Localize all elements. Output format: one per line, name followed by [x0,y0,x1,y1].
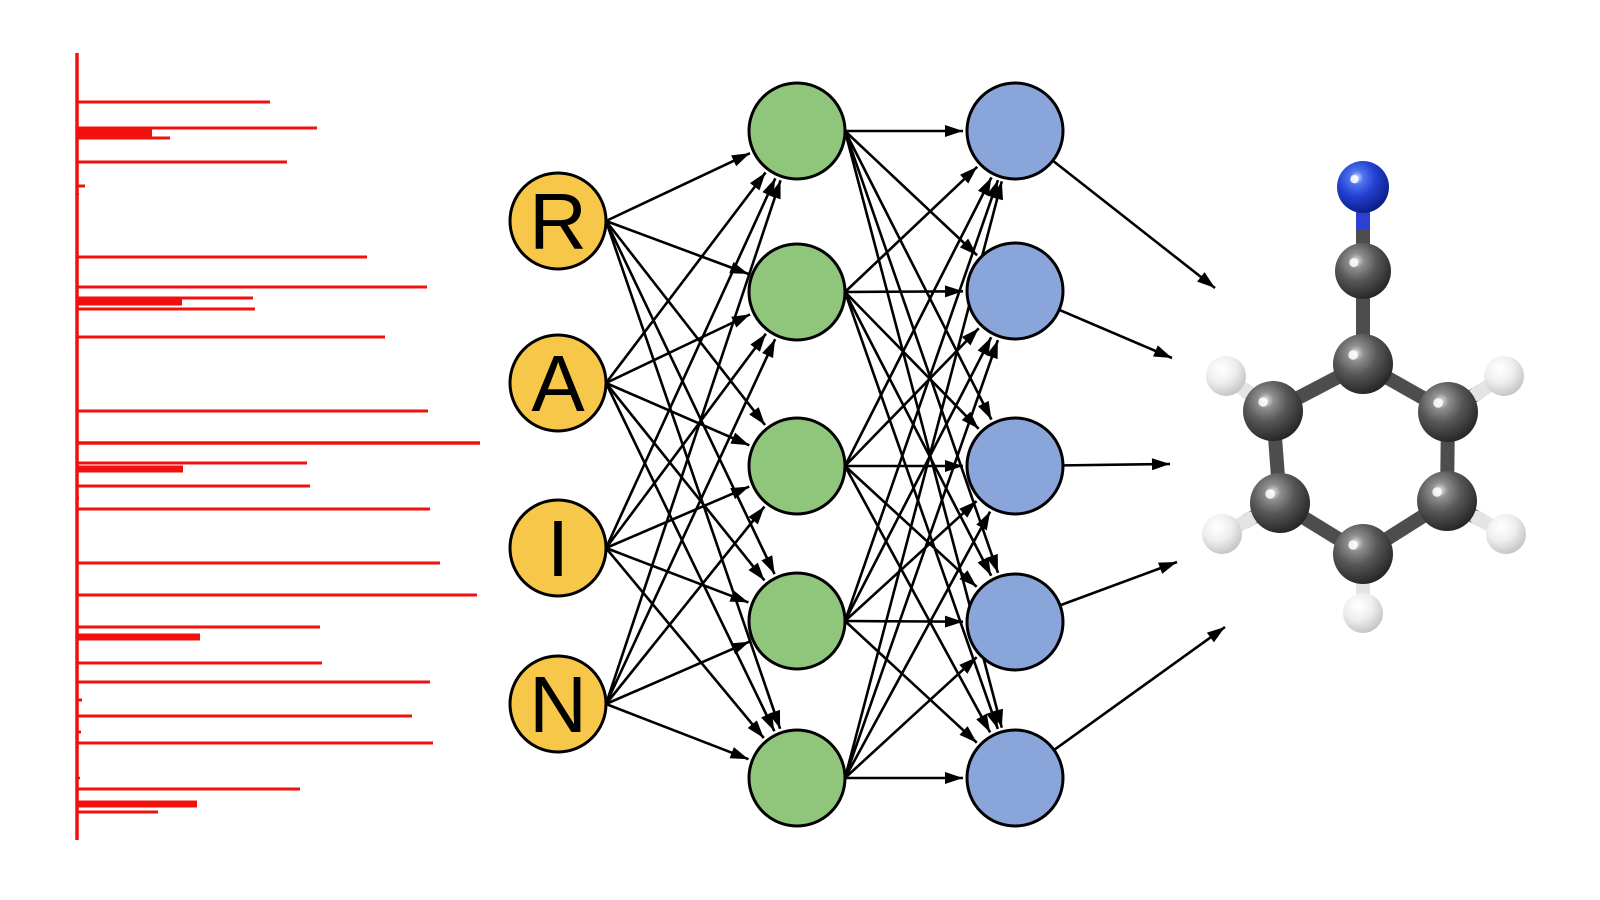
output-node-5 [965,728,1065,828]
edge-input-hidden [604,382,776,732]
edge-input-hidden [604,179,782,705]
edge-hidden-output [843,179,1000,622]
atom-N [1337,161,1389,213]
output-node-4 [965,572,1065,672]
edge-input-hidden [604,220,776,575]
hidden-node-4 [747,571,847,671]
atom-specular-highlight [1258,397,1268,407]
input-node-label-A: A [531,339,585,428]
edge-input-hidden [605,640,750,706]
edge-hidden-output [844,620,978,744]
edge-output-molecule [1060,560,1178,607]
atom-specular-highlight [1348,350,1358,360]
hidden-node-3 [747,416,847,516]
edge-input-hidden [604,171,767,384]
edge-input-hidden [605,313,751,385]
atom-specular-highlight [1348,540,1358,550]
output-node-3 [965,416,1065,516]
atom-specular-highlight [1433,398,1443,408]
network-edges [604,125,1226,784]
atom-C [1243,381,1303,441]
edge-input-hidden [604,547,765,739]
atom-C [1418,382,1478,442]
edge-hidden-output [844,130,979,257]
input-node-label-I: I [547,504,569,593]
edge-output-molecule [1054,625,1226,751]
edge-input-hidden [605,381,750,447]
edge-input-hidden [605,702,749,761]
edge-hidden-output [843,339,1000,779]
edge-hidden-output [843,130,993,421]
atom-H [1484,356,1524,396]
edge-hidden-output [844,656,978,779]
atom-H [1202,514,1242,554]
edge-hidden-output [844,615,964,628]
input-node-I [508,498,608,598]
edge-hidden-output [843,176,993,467]
input-node-label-R: R [529,177,587,266]
edge-input-hidden [604,338,777,705]
atom-specular-highlight [1349,258,1359,268]
edge-output-molecule [1052,160,1216,290]
atom-C [1335,243,1391,299]
atom-H [1343,593,1383,633]
hidden-node-5 [747,728,847,828]
edge-input-hidden [604,332,767,549]
atom-specular-highlight [1432,487,1442,497]
atom-C [1250,473,1310,533]
atom-H [1486,514,1526,554]
edge-hidden-output [843,511,992,779]
edge-input-hidden [604,220,782,730]
edge-hidden-output [843,336,993,622]
spectrum-chart [75,53,480,840]
edge-hidden-output [843,465,992,733]
edge-input-hidden [605,546,749,604]
molecule-benzonitrile-model [1202,161,1526,633]
atom-specular-highlight [1265,489,1275,499]
edge-input-hidden [604,220,767,426]
edge-input-hidden [605,151,751,223]
edge-hidden-output [843,291,1000,730]
edge-hidden-output [844,291,980,430]
input-node-N [508,654,608,754]
input-node-label-N: N [529,660,587,749]
hidden-node-2 [747,242,847,342]
edge-input-hidden [604,382,766,582]
hidden-node-1 [747,81,847,181]
edge-hidden-output [843,130,1000,574]
output-node-1 [965,81,1065,181]
edge-input-hidden [605,485,750,550]
atom-C [1417,471,1477,531]
edge-output-molecule [1059,309,1173,360]
edge-hidden-output [844,285,964,298]
output-node-2 [965,241,1065,341]
atom-C [1333,334,1393,394]
input-node-A [508,333,608,433]
edge-input-hidden [604,505,766,705]
input-node-R [508,171,608,271]
edge-input-hidden [605,219,749,276]
edge-hidden-output [844,165,979,293]
atom-H [1206,356,1246,396]
edge-hidden-output [843,291,993,577]
atom-C [1333,524,1393,584]
edge-input-hidden [604,177,777,549]
atom-specular-highlight [1350,175,1359,184]
edge-output-molecule [1063,458,1171,471]
edge-hidden-output [844,500,978,622]
